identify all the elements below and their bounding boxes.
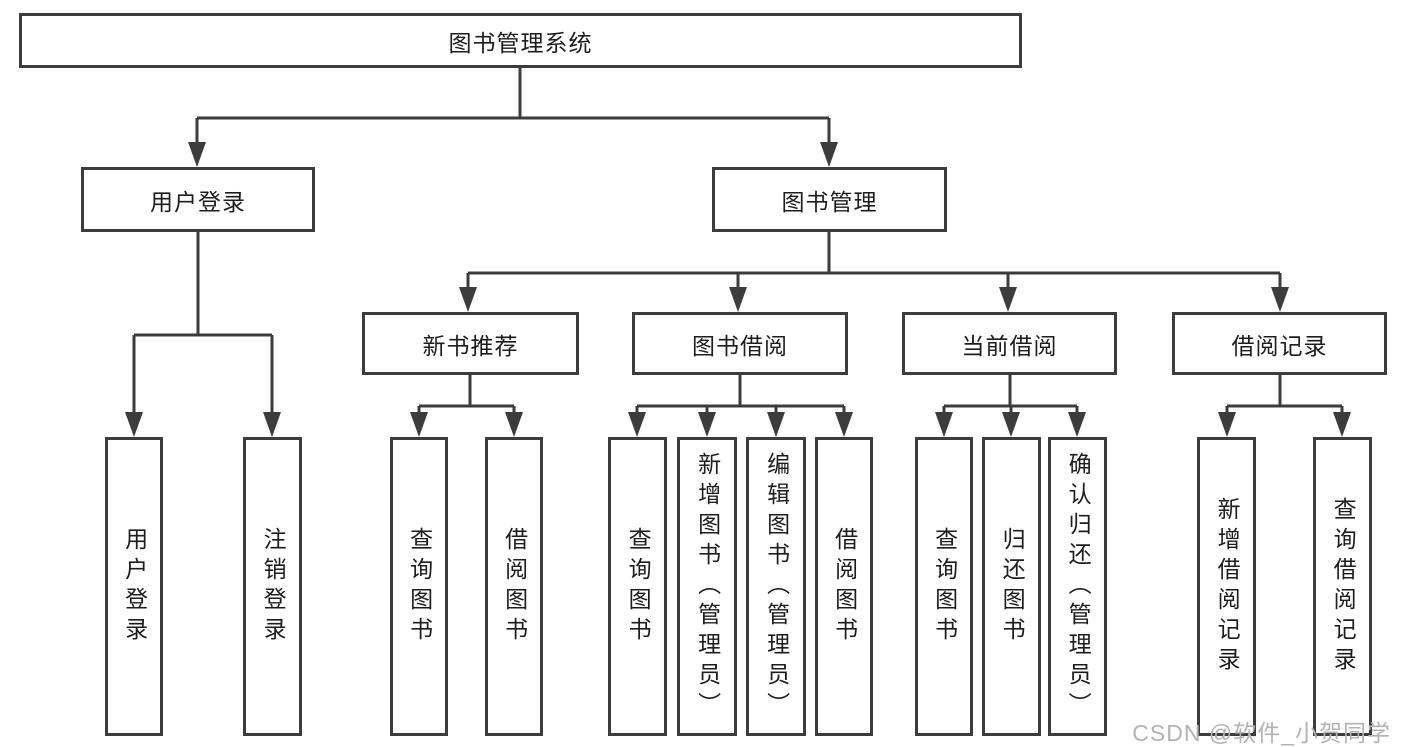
- leaf-logout: 注销登录: [243, 437, 302, 736]
- leaf-query-books-borrowing: 查询图书: [608, 437, 667, 736]
- node-new-book-recommendation: 新书推荐: [362, 312, 579, 375]
- leaf-confirm-return-admin: 确认归还（管理员）: [1048, 437, 1107, 736]
- leaf-borrow-books-borrowing: 借阅图书: [815, 437, 873, 736]
- node-current-borrowing: 当前借阅: [902, 312, 1117, 375]
- leaf-add-book-admin: 新增图书（管理员）: [677, 437, 737, 736]
- leaf-query-books-current: 查询图书: [915, 437, 973, 736]
- node-borrowing-records: 借阅记录: [1172, 312, 1387, 375]
- leaf-user-login: 用户登录: [105, 437, 163, 736]
- csdn-watermark: CSDN @软件_小贺同学: [1132, 720, 1391, 746]
- leaf-query-books-recommend: 查询图书: [390, 437, 448, 736]
- leaf-edit-book-admin: 编辑图书（管理员）: [746, 437, 806, 736]
- leaf-add-borrow-record: 新增借阅记录: [1197, 437, 1256, 736]
- node-user-login: 用户登录: [81, 167, 315, 232]
- node-book-management: 图书管理: [712, 167, 947, 232]
- leaf-return-book: 归还图书: [982, 437, 1041, 736]
- leaf-query-borrow-record: 查询借阅记录: [1313, 437, 1372, 736]
- node-book-borrowing: 图书借阅: [632, 312, 848, 375]
- leaf-borrow-books-recommend: 借阅图书: [485, 437, 543, 736]
- node-root-library-system: 图书管理系统: [19, 13, 1022, 68]
